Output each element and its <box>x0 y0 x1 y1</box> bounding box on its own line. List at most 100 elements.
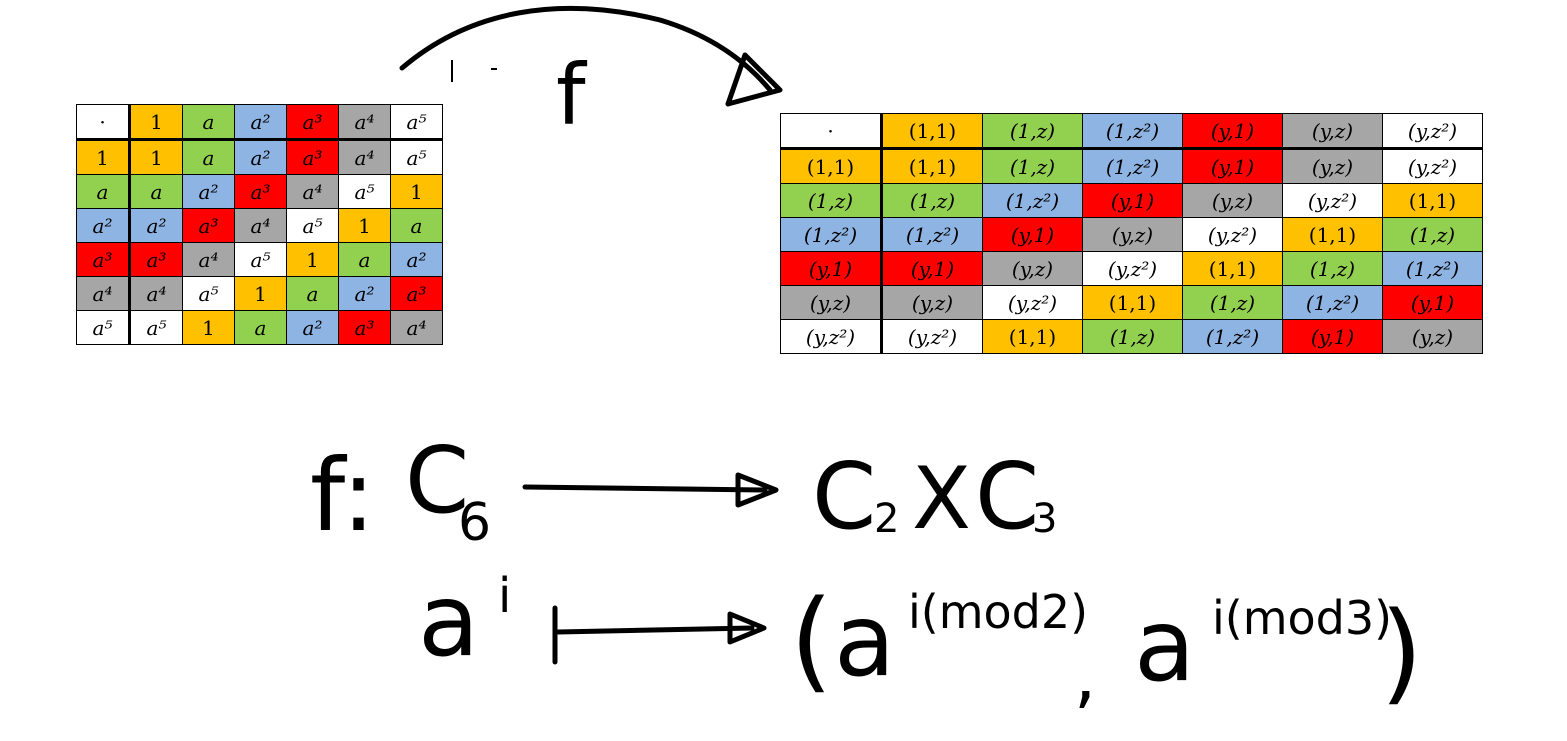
c2xc3-product-cell: (1,z) <box>1182 285 1283 320</box>
domain-group: C <box>405 427 469 534</box>
c6-product-cell: a <box>234 310 287 345</box>
c2xc3-header-cell: (1,z²) <box>1082 113 1183 150</box>
c2xc3-product-cell: (1,z²) <box>1382 251 1483 286</box>
c2xc3-row-label-cell: (y,z²) <box>780 319 883 354</box>
c2xc3-product-cell: (y,z²) <box>1282 183 1383 218</box>
c6-product-cell: 1 <box>182 310 235 345</box>
c2xc3-product-cell: (1,z²) <box>881 217 983 252</box>
c6-product-cell: a³ <box>338 310 391 345</box>
c2xc3-table-row: (y,z)(y,z)(y,z²)(1,1)(1,z)(1,z²)(y,1) <box>780 285 1483 320</box>
mapsto-arrow-head <box>727 611 767 645</box>
codomain-left-group: C <box>812 443 876 550</box>
c2xc3-row-label-cell: (y,z) <box>780 285 883 320</box>
c6-product-cell: a³ <box>182 208 235 243</box>
c2xc3-header-cell: (y,z²) <box>1382 113 1483 150</box>
curved-arrow <box>399 5 773 93</box>
map-arrow-head <box>735 472 779 508</box>
c2xc3-header-cell: (1,z) <box>982 113 1083 150</box>
c6-product-cell: a⁵ <box>129 310 183 345</box>
c2xc3-product-cell: (1,1) <box>881 148 983 184</box>
c2xc3-product-cell: (1,z) <box>1082 319 1183 354</box>
c2xc3-product-cell: (1,z²) <box>1282 285 1383 320</box>
c2xc3-row-label-cell: (1,z²) <box>780 217 883 252</box>
c6-product-cell: 1 <box>390 174 443 209</box>
c2xc3-table-row: (1,z²)(1,z²)(y,1)(y,z)(y,z²)(1,1)(1,z) <box>780 217 1483 252</box>
c2xc3-product-cell: (1,z²) <box>1182 319 1283 354</box>
c6-row-label-cell: a² <box>76 208 131 243</box>
curved-arrow-head <box>725 52 783 107</box>
c2xc3-product-cell: (1,z) <box>881 183 983 218</box>
c6-product-cell: 1 <box>129 139 183 175</box>
c2xc3-header-cell: · <box>780 113 883 150</box>
c6-product-cell: a⁵ <box>338 174 391 209</box>
c2xc3-header-cell: (y,1) <box>1182 113 1283 150</box>
c2xc3-product-cell: (1,1) <box>1082 285 1183 320</box>
codomain-right-subscript: 3 <box>1032 496 1057 542</box>
c2xc3-product-cell: (y,1) <box>982 217 1083 252</box>
image-second-exponent: i(mod3) <box>1212 591 1392 645</box>
c2xc3-table-row: (1,1)(1,1)(1,z)(1,z²)(y,1)(y,z)(y,z²) <box>780 148 1483 184</box>
c2xc3-header-cell: (y,z) <box>1282 113 1383 150</box>
c6-product-cell: a <box>129 174 183 209</box>
c2xc3-product-cell: (1,z²) <box>982 183 1083 218</box>
c6-product-cell: a <box>338 242 391 277</box>
c6-header-cell: a³ <box>286 104 339 141</box>
image-first-component: a <box>834 582 895 699</box>
c2xc3-table-row: (y,z²)(y,z²)(1,1)(1,z)(1,z²)(y,1)(y,z) <box>780 319 1483 354</box>
image-close-paren: ) <box>1380 588 1423 716</box>
c2xc3-product-cell: (y,z²) <box>1182 217 1283 252</box>
c6-product-cell: a² <box>129 208 183 243</box>
c2xc3-product-cell: (y,1) <box>1182 148 1283 184</box>
c6-product-cell: a³ <box>234 174 287 209</box>
map-arrow-shaft <box>522 484 768 493</box>
image-first-exponent: i(mod2) <box>908 585 1088 639</box>
image-open-paren: ( <box>790 576 833 704</box>
c2xc3-cayley-table: ·(1,1)(1,z)(1,z²)(y,1)(y,z)(y,z²)(1,1)(1… <box>780 113 1483 354</box>
c6-product-cell: a⁴ <box>338 139 391 175</box>
c2xc3-product-cell: (y,z²) <box>1082 251 1183 286</box>
c2xc3-product-cell: (y,z) <box>1282 148 1383 184</box>
c6-product-cell: a³ <box>390 276 443 311</box>
c2xc3-product-cell: (1,1) <box>1382 183 1483 218</box>
map-name: f: <box>310 437 375 554</box>
c6-header-cell: a <box>182 104 235 141</box>
c2xc3-product-cell: (y,z²) <box>1382 148 1483 184</box>
c6-header-cell: a² <box>234 104 287 141</box>
c6-product-cell: a⁴ <box>390 310 443 345</box>
c2xc3-row-label-cell: (1,1) <box>780 148 883 184</box>
c2xc3-product-cell: (y,z) <box>1082 217 1183 252</box>
c2xc3-product-cell: (y,1) <box>1382 285 1483 320</box>
c2xc3-header-cell: (1,1) <box>881 113 983 150</box>
c2xc3-product-cell: (y,z) <box>881 285 983 320</box>
c6-row-label-cell: a⁵ <box>76 310 131 345</box>
c6-product-cell: a⁴ <box>286 174 339 209</box>
c6-row-label-cell: a <box>76 174 131 209</box>
image-second-component: a <box>1134 587 1195 704</box>
codomain-left-subscript: 2 <box>874 496 899 542</box>
c6-product-cell: a⁵ <box>286 208 339 243</box>
c6-product-cell: a⁵ <box>390 139 443 175</box>
c2xc3-row-label-cell: (y,1) <box>780 251 883 286</box>
c6-product-cell: a⁴ <box>182 242 235 277</box>
c2xc3-product-cell: (y,1) <box>1282 319 1383 354</box>
c6-header-cell: a⁵ <box>390 104 443 141</box>
c6-product-cell: a <box>182 139 235 175</box>
c2xc3-header-row: ·(1,1)(1,z)(1,z²)(y,1)(y,z)(y,z²) <box>780 113 1483 150</box>
domain-subscript: 6 <box>458 493 491 553</box>
c2xc3-row-label-cell: (1,z) <box>780 183 883 218</box>
image-comma: , <box>1074 635 1096 717</box>
c2xc3-product-cell: (1,z) <box>982 148 1083 184</box>
c6-product-cell: a² <box>234 139 287 175</box>
codomain-right-group: C <box>975 443 1039 550</box>
times-symbol: X <box>912 449 971 549</box>
top-map-label: f <box>556 46 588 144</box>
c6-product-cell: a² <box>286 310 339 345</box>
c6-product-cell: a⁵ <box>234 242 287 277</box>
c2xc3-product-cell: (y,z) <box>1382 319 1483 354</box>
